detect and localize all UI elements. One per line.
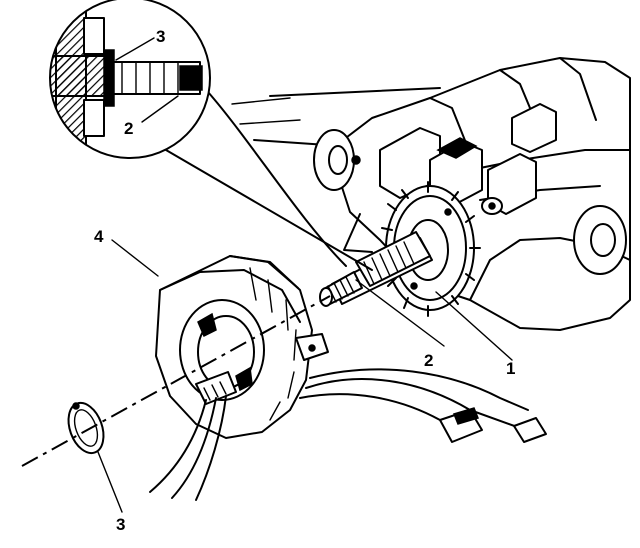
callout-1: 1	[506, 359, 515, 378]
callout-2-detail: 2	[124, 119, 133, 138]
inflatable-restraint-coil-assembly	[155, 255, 329, 439]
assembly-centerline	[21, 295, 331, 467]
coil-wiring-harness	[149, 368, 547, 501]
callout-4: 4	[94, 227, 104, 246]
detail-view-magnifier	[49, 0, 373, 271]
snap-ring-retainer	[67, 401, 105, 455]
steering-shaft	[319, 231, 433, 307]
callout-leaders	[97, 37, 513, 513]
callout-3: 3	[116, 515, 125, 534]
callout-3-detail: 3	[156, 27, 165, 46]
callout-2: 2	[424, 351, 433, 370]
